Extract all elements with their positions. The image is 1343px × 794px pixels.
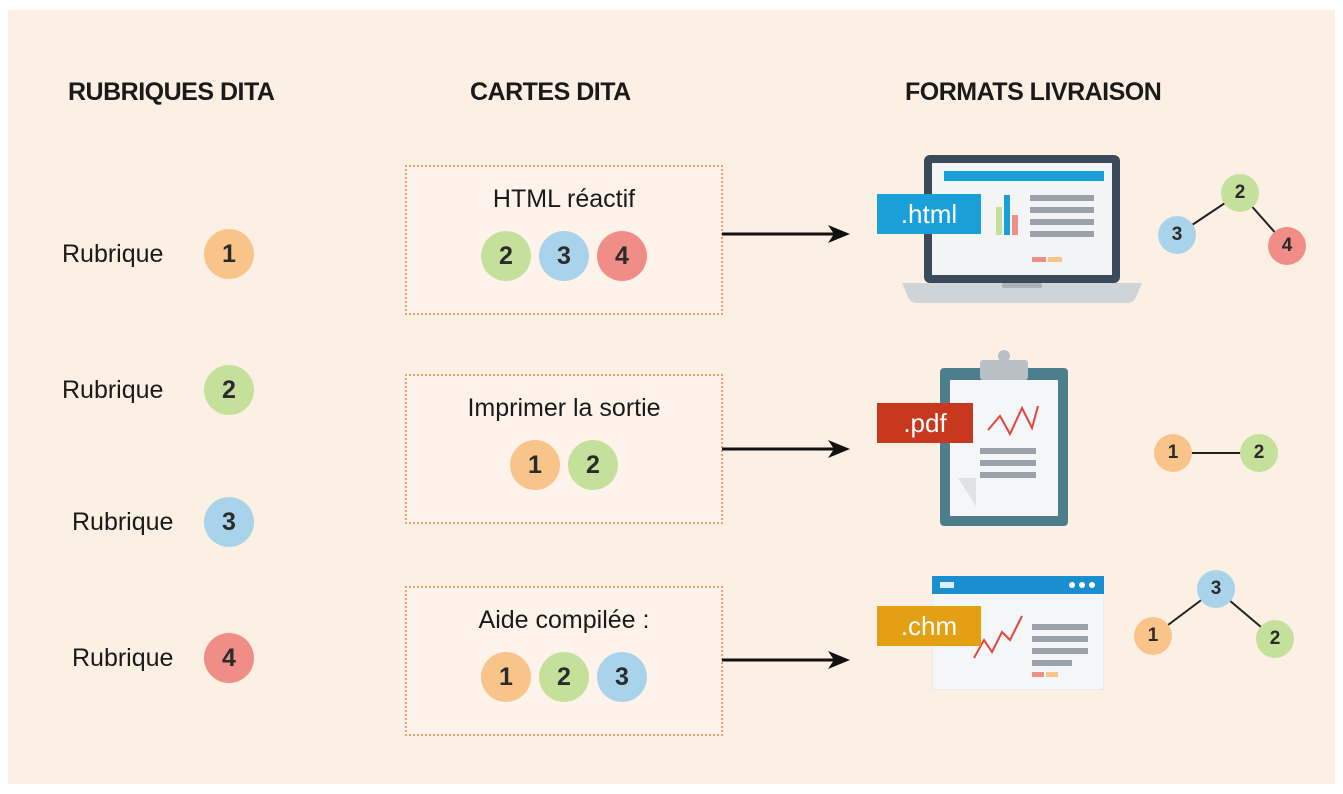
map-card-html: HTML réactif 2 3 4	[405, 165, 723, 315]
topic-badge-1: 1	[481, 652, 531, 702]
card-topics: 2 3 4	[407, 231, 721, 281]
card-title: Imprimer la sortie	[467, 394, 661, 422]
clipboard-icon	[940, 350, 1068, 526]
map-card-chm: Aide compilée : 1 2 3	[405, 586, 723, 736]
topic-badge-2: 2	[204, 365, 254, 415]
card-topics: 1 2 3	[407, 652, 721, 702]
header-cartes: CARTES DITA	[470, 78, 631, 106]
arrow-right-icon	[722, 440, 850, 458]
browser-window-icon	[932, 576, 1104, 690]
rubrique-row-3: Rubrique 3	[62, 496, 254, 548]
rubrique-row-2: Rubrique 2	[62, 364, 254, 416]
html-format-label: .html	[877, 194, 981, 234]
arrow-right-icon	[722, 225, 850, 243]
topic-badge-3: 3	[597, 652, 647, 702]
topic-badge-1: 1	[510, 440, 560, 490]
header-rubriques: RUBRIQUES DITA	[68, 78, 275, 106]
topic-tree-html: 2 3 4	[1150, 166, 1310, 276]
rubrique-row-4: Rubrique 4	[62, 632, 254, 684]
rubrique-label: Rubrique	[72, 643, 174, 672]
rubrique-label: Rubrique	[62, 239, 164, 268]
topic-badge-2: 2	[481, 231, 531, 281]
arrow-right-icon	[722, 651, 850, 669]
topic-badge-2: 2	[1256, 620, 1294, 658]
topic-badge-3: 3	[204, 497, 254, 547]
chm-format-label: .chm	[877, 606, 981, 646]
topic-badge-3: 3	[1197, 570, 1235, 608]
pdf-format-label: .pdf	[877, 403, 973, 443]
card-title: HTML réactif	[492, 185, 636, 213]
rubrique-label: Rubrique	[72, 507, 174, 536]
topic-badge-4: 4	[204, 633, 254, 683]
topic-badge-1: 1	[1134, 617, 1172, 655]
rubrique-row-1: Rubrique 1	[62, 228, 254, 280]
topic-badge-2: 2	[568, 440, 618, 490]
topic-badge-1: 1	[1154, 434, 1192, 472]
map-card-print: Imprimer la sortie 1 2	[405, 374, 723, 524]
topic-badge-1: 1	[204, 229, 254, 279]
topic-badge-2: 2	[539, 652, 589, 702]
topic-tree-pdf: 1 2	[1148, 428, 1288, 478]
topic-badge-2: 2	[1221, 174, 1259, 212]
card-topics: 1 2	[407, 440, 721, 490]
rubrique-label: Rubrique	[62, 375, 164, 404]
topic-badge-2: 2	[1240, 434, 1278, 472]
topic-badge-3: 3	[539, 231, 589, 281]
header-formats: FORMATS LIVRAISON	[905, 78, 1162, 106]
topic-tree-chm: 3 1 2	[1126, 564, 1306, 674]
topic-badge-4: 4	[1268, 227, 1306, 265]
topic-badge-3: 3	[1158, 216, 1196, 254]
topic-badge-4: 4	[597, 231, 647, 281]
card-title: Aide compilée :	[478, 606, 650, 634]
